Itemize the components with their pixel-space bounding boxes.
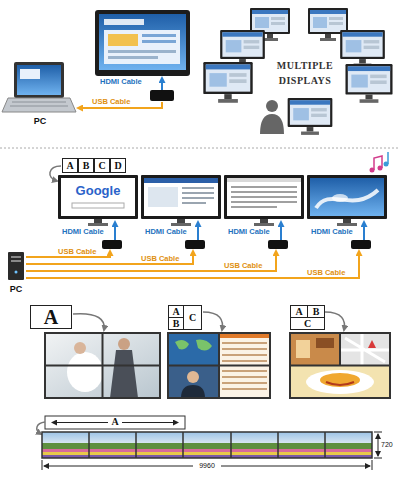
computer: PC	[0, 250, 32, 294]
node-text: C	[304, 319, 311, 329]
layout-cell: C	[94, 158, 110, 173]
main-monitor	[95, 10, 190, 76]
cable-label: USB Cable	[224, 262, 262, 270]
screen-logo: Google	[64, 184, 132, 197]
video-wall-2	[168, 333, 270, 398]
dimension-label: 9960	[193, 462, 221, 469]
cable-label: HDMI Cable	[62, 228, 104, 236]
layout-cell: B	[78, 158, 94, 173]
cable-label: HDMI Cable	[100, 78, 142, 86]
cable-label: USB Cable	[141, 255, 179, 263]
dimension-lines	[42, 432, 382, 470]
adapter	[150, 90, 174, 101]
layout-cell: A	[62, 158, 78, 173]
laptop	[2, 62, 76, 112]
hdmi-cable	[161, 78, 163, 90]
panorama-wall	[42, 432, 372, 458]
node-text: A	[44, 307, 58, 327]
monitors	[58, 175, 387, 226]
node-text: C	[189, 313, 196, 323]
cable-label: HDMI Cable	[311, 228, 353, 236]
hdmi-cables	[115, 222, 364, 240]
layout-cell: C	[183, 305, 202, 330]
node-text: PC	[10, 285, 23, 294]
music-notes	[370, 152, 389, 173]
cable-label: HDMI Cable	[228, 228, 270, 236]
separator	[0, 148, 400, 149]
cable-label: HDMI Cable	[145, 228, 187, 236]
adapters	[102, 240, 371, 249]
node-text: B	[173, 319, 180, 329]
layout-cell: B	[168, 317, 184, 330]
node-text: D	[114, 161, 121, 171]
computer: PC	[2, 60, 78, 126]
layout-cell: A	[30, 305, 72, 329]
cable-label: USB Cable	[307, 269, 345, 277]
node-text: C	[98, 161, 105, 171]
node-text: B	[83, 161, 90, 171]
multiple-displays	[203, 8, 392, 135]
layout-cell: D	[110, 158, 126, 173]
video-wall-3	[290, 333, 390, 398]
layout-cell: C	[290, 317, 325, 330]
node-text: PC	[34, 117, 47, 126]
node-text: A	[295, 307, 302, 317]
group-title: MULTIPLE DISPLAYS	[272, 58, 338, 88]
dimension-label: 720	[381, 441, 393, 448]
node-text: B	[313, 307, 320, 317]
pc-tower	[8, 252, 24, 280]
span-label: A	[108, 417, 122, 427]
node-text: A	[66, 161, 73, 171]
cable-label: USB Cable	[58, 248, 96, 256]
layout-strip	[45, 416, 185, 429]
cable-label: USB Cable	[92, 98, 130, 106]
video-wall-1	[45, 333, 160, 398]
node-text: A	[172, 307, 179, 317]
